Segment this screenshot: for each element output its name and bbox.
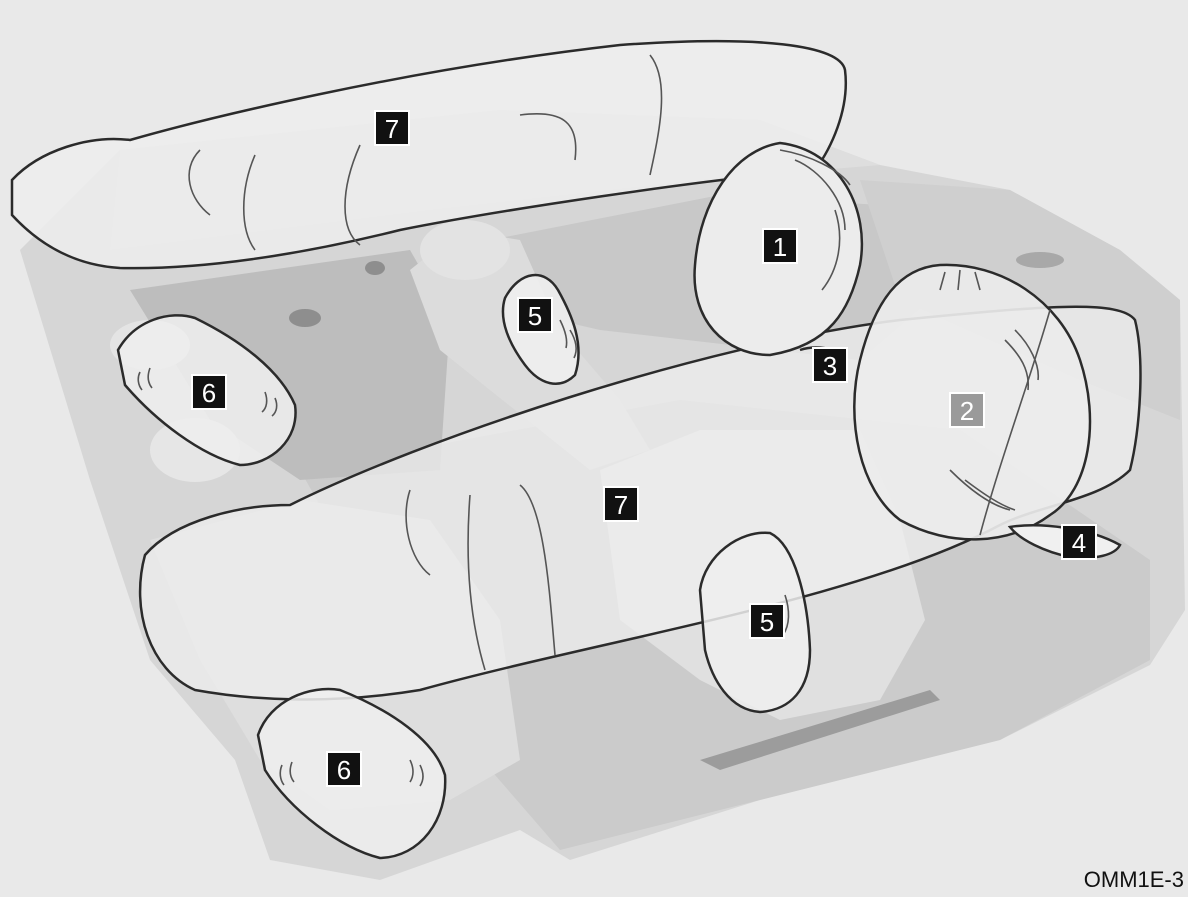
marker-label: 5 [528,301,542,331]
marker-box [812,347,848,383]
marker-box [374,110,410,146]
marker-label: 6 [202,378,216,408]
marker-5b: 5 [749,603,785,639]
marker-label: 5 [760,607,774,637]
marker-4: 4 [1061,524,1097,560]
marker-label: 1 [773,232,787,262]
figure-code: OMM1E-3 [1083,867,1184,892]
marker-box [191,374,227,410]
marker-1: 1 [762,228,798,264]
marker-3: 3 [812,347,848,383]
marker-box [603,486,639,522]
marker-7a: 7 [374,110,410,146]
marker-box [949,392,985,428]
airbag-fold-lines [137,54,1051,787]
marker-6a: 6 [191,374,227,410]
marker-7b: 7 [603,486,639,522]
curtain-airbag-upper [10,39,848,270]
marker-2: 2 [949,392,985,428]
marker-box [749,603,785,639]
marker-box [326,751,362,787]
marker-box [517,297,553,333]
marker-6b: 6 [326,751,362,787]
marker-5a: 5 [517,297,553,333]
marker-label: 6 [337,755,351,785]
marker-label: 2 [960,396,974,426]
marker-label: 3 [823,351,837,381]
marker-box [762,228,798,264]
marker-label: 7 [385,114,399,144]
marker-box [1061,524,1097,560]
marker-label: 7 [614,490,628,520]
marker-label: 4 [1072,528,1086,558]
